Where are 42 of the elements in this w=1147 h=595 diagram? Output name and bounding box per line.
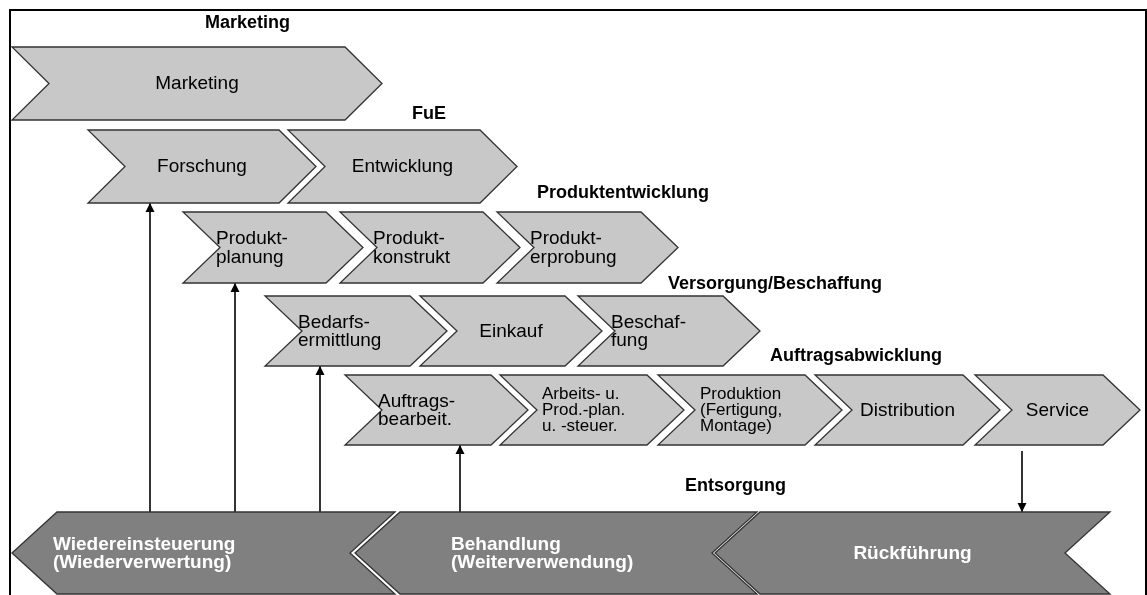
node-label: Beschaf- fung xyxy=(611,312,687,350)
stage-heading: Entsorgung xyxy=(685,474,786,496)
node-label: Produkt- erprobung xyxy=(530,229,618,266)
process-step xyxy=(975,375,1140,445)
process-step xyxy=(500,375,684,445)
process-step xyxy=(815,375,1000,445)
process-step xyxy=(658,375,842,445)
node-label: Einkauf xyxy=(479,321,543,340)
stage-heading: FuE xyxy=(412,102,446,124)
stage-heading: Versorgung/Beschaffung xyxy=(668,272,883,294)
arrow xyxy=(230,282,240,513)
node-label: Distribution xyxy=(859,400,955,419)
node-label: Forschung xyxy=(157,157,247,176)
node-label: Rückführung xyxy=(853,543,972,562)
disposal-step xyxy=(12,512,395,594)
process-step xyxy=(183,212,363,283)
node-label: Entwicklung xyxy=(351,157,454,176)
node-label: Produktion (Fertigung, Montage) xyxy=(700,385,784,435)
process-step xyxy=(265,296,447,366)
process-step xyxy=(578,296,760,366)
node-label: Service xyxy=(1025,400,1090,419)
stage-heading: Produktentwicklung xyxy=(537,181,709,203)
node-label: Wiedereinsteuerung (Wiederverwertung) xyxy=(53,534,237,572)
process-step xyxy=(12,47,382,120)
disposal-step xyxy=(715,512,1110,594)
stage-heading: Auftragsabwicklung xyxy=(770,344,943,366)
node-label: Arbeits- u. Prod.-plan. u. -steuer. xyxy=(542,385,627,435)
process-step xyxy=(345,375,528,445)
process-step xyxy=(88,130,316,203)
arrow xyxy=(1017,450,1027,513)
arrow xyxy=(455,444,465,513)
process-step xyxy=(288,130,517,203)
node-label: Bedarfs- ermittlung xyxy=(298,312,383,350)
node-label: Marketing xyxy=(155,74,239,93)
stage-heading: Marketing xyxy=(205,11,291,33)
node-label: Auftrags- bearbeit. xyxy=(378,391,457,429)
process-step xyxy=(340,212,520,283)
node-label: Produkt- konstrukt xyxy=(373,229,452,266)
arrow xyxy=(315,365,325,513)
node-label: Produkt- planung xyxy=(216,229,289,266)
arrow xyxy=(145,202,155,513)
process-step xyxy=(420,296,602,366)
